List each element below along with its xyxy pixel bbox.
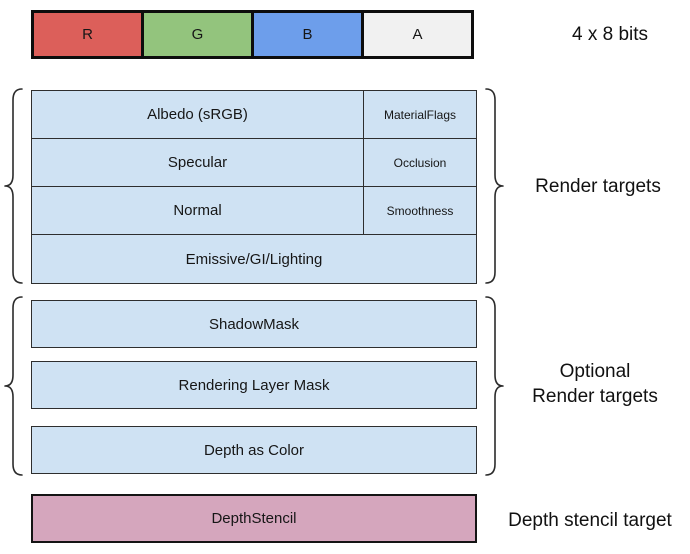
opt-box-rendering-layer-mask: Rendering Layer Mask [31, 361, 477, 409]
table-row: Normal Smoothness [32, 187, 476, 235]
opt-box-label: Depth as Color [203, 441, 305, 459]
rt-cell-occlusion: Occlusion [363, 139, 476, 186]
channel-label-a: A [412, 26, 423, 43]
rt-cell-materialflags: MaterialFlags [363, 91, 476, 138]
opt-box-shadowmask: ShadowMask [31, 300, 477, 348]
optional-render-targets-caption: Optional Render targets [500, 359, 690, 409]
channel-cell-g: G [141, 13, 251, 56]
opt-box-label: ShadowMask [208, 315, 300, 333]
depth-stencil-box: DepthStencil [31, 494, 477, 543]
optional-caption-line1: Optional [559, 361, 631, 382]
rt-cell-emissive: Emissive/GI/Lighting [185, 250, 323, 268]
rt-cell-specular: Specular [167, 154, 228, 171]
channel-label-g: G [191, 26, 204, 43]
left-brace-render-targets [4, 88, 23, 284]
optional-caption-line2: Render targets [532, 386, 658, 407]
rgba-channel-bar: R G B A [31, 10, 474, 59]
table-row: Specular Occlusion [32, 139, 476, 187]
rt-cell-smoothness: Smoothness [363, 187, 476, 234]
rt-cell-normal: Normal [173, 202, 222, 219]
opt-box-depth-as-color: Depth as Color [31, 426, 477, 474]
channel-label-r: R [82, 26, 93, 43]
right-brace-render-targets [485, 88, 504, 284]
rt-cell-albedo: Albedo (sRGB) [147, 106, 248, 123]
channel-label-b: B [302, 26, 313, 43]
channel-cell-b: B [251, 13, 361, 56]
opt-box-label: Rendering Layer Mask [178, 376, 330, 394]
channel-cell-r: R [34, 13, 141, 56]
table-row: Emissive/GI/Lighting [32, 235, 476, 283]
render-targets-caption: Render targets [535, 176, 661, 197]
depth-stencil-label: DepthStencil [211, 510, 297, 527]
bits-caption: 4 x 8 bits [571, 24, 649, 45]
table-row: Albedo (sRGB) MaterialFlags [32, 91, 476, 139]
channel-cell-a: A [361, 13, 471, 56]
render-targets-table: Albedo (sRGB) MaterialFlags Specular Occ… [31, 90, 477, 284]
left-brace-optional-render-targets [4, 296, 23, 476]
right-brace-optional-render-targets [485, 296, 504, 476]
depth-stencil-caption: Depth stencil target [508, 510, 672, 531]
